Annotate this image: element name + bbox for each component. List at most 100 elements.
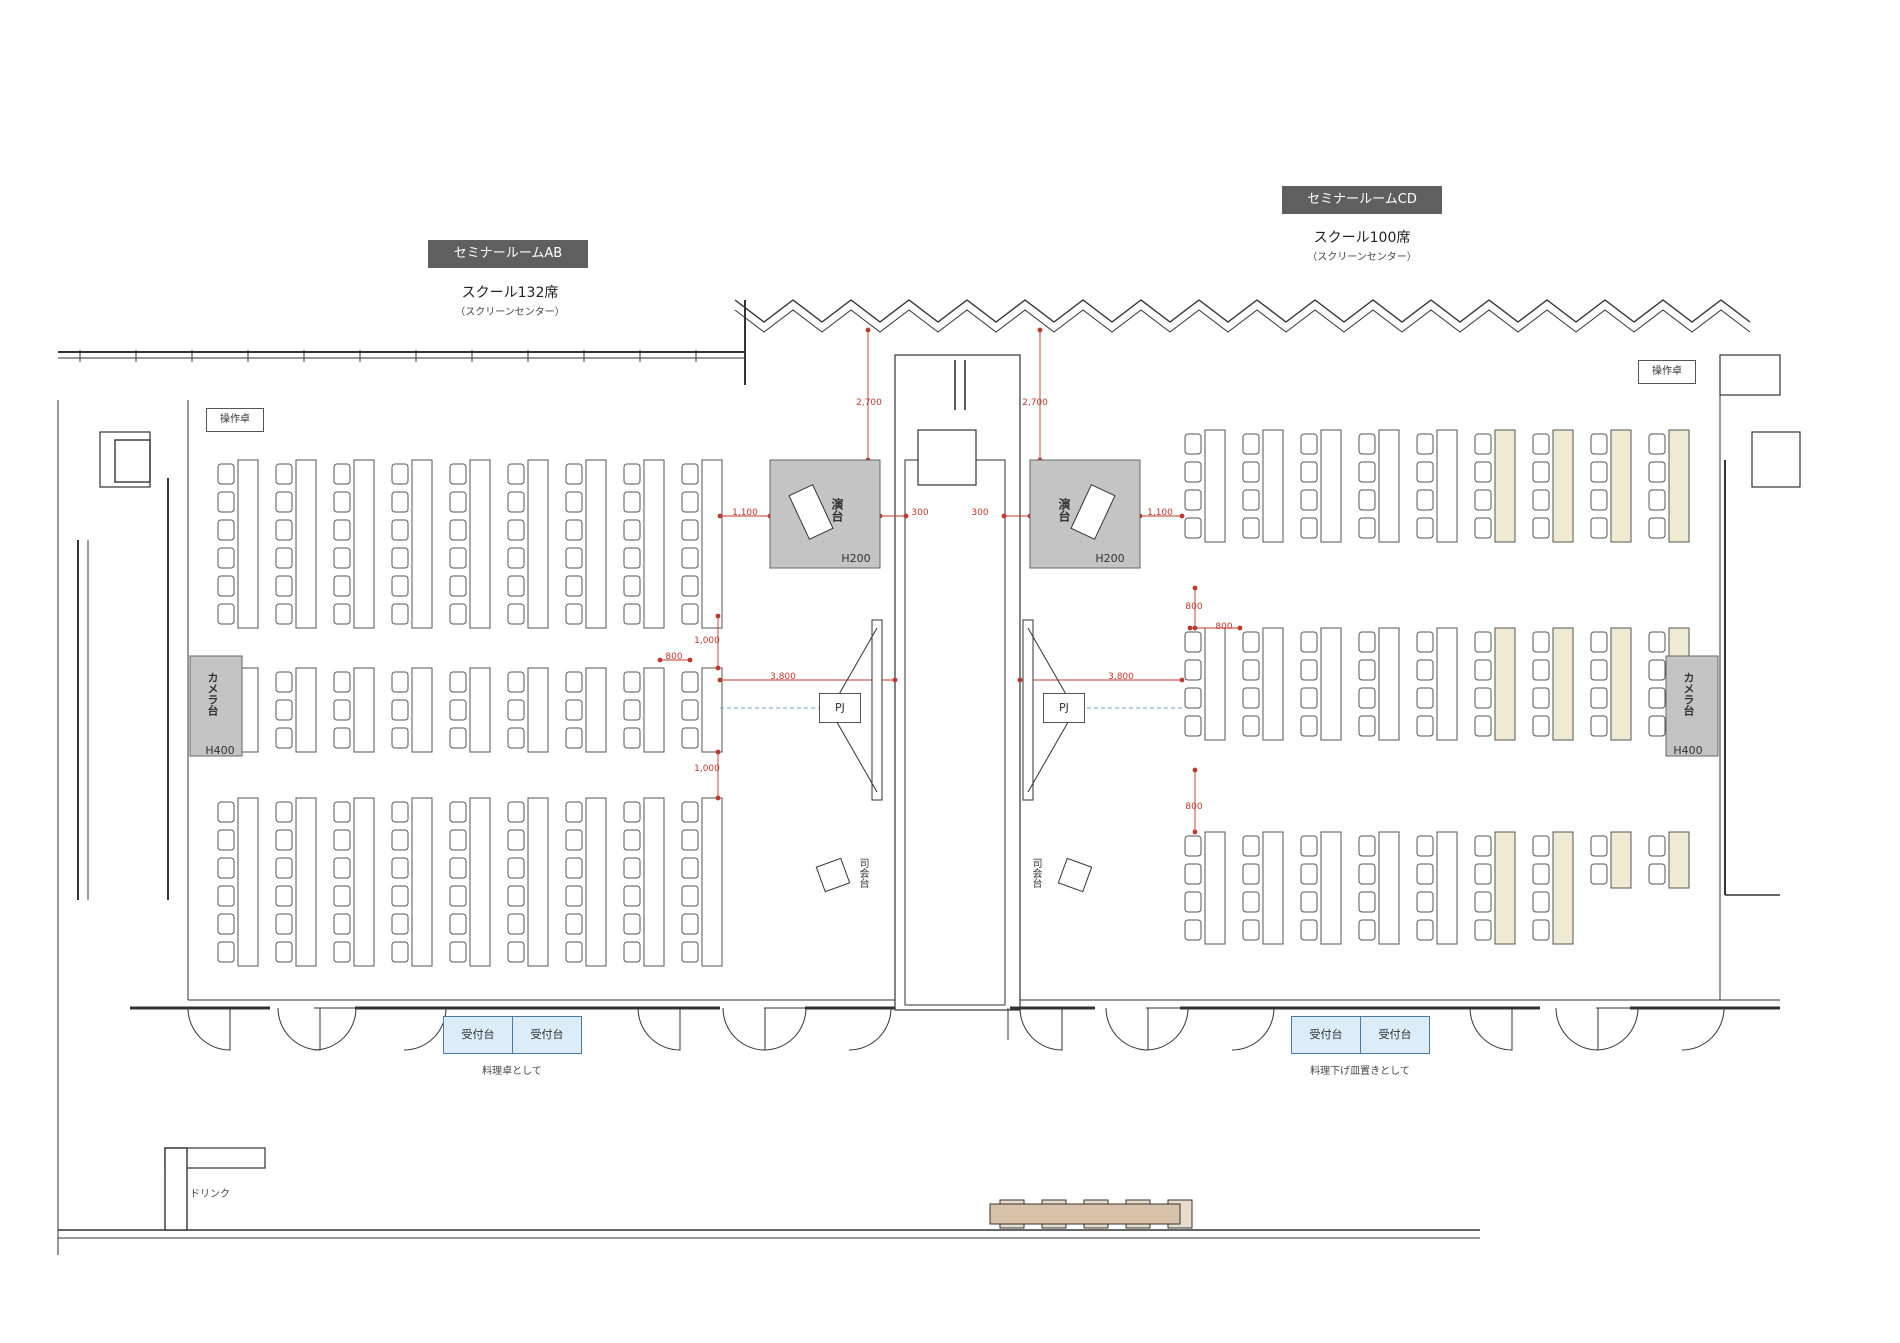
chair xyxy=(681,519,699,541)
seat-table xyxy=(585,459,607,629)
chair xyxy=(391,801,409,823)
chair xyxy=(1300,715,1318,737)
chair xyxy=(391,603,409,625)
screen-cd xyxy=(1022,619,1034,801)
chair xyxy=(1474,687,1492,709)
chair xyxy=(681,857,699,879)
chair xyxy=(275,913,293,935)
central-column xyxy=(917,429,977,486)
door-arc xyxy=(1555,1007,1599,1051)
seat-table xyxy=(295,459,317,629)
chair xyxy=(391,547,409,569)
chair xyxy=(217,547,235,569)
chair xyxy=(391,491,409,513)
chair xyxy=(681,463,699,485)
chair xyxy=(333,829,351,851)
seat-table xyxy=(1320,831,1342,945)
chair xyxy=(449,699,467,721)
chair xyxy=(681,603,699,625)
chair xyxy=(1242,863,1260,885)
seat-table xyxy=(1204,831,1226,945)
lectern-ab xyxy=(788,484,834,540)
door-arc xyxy=(1145,1007,1189,1051)
chair xyxy=(1358,659,1376,681)
chair xyxy=(623,603,641,625)
chair xyxy=(1648,687,1666,709)
chair xyxy=(1416,919,1434,941)
chair xyxy=(565,801,583,823)
chair xyxy=(217,857,235,879)
chair xyxy=(1648,659,1666,681)
chair xyxy=(1532,863,1550,885)
dim-dot xyxy=(687,657,693,663)
chair xyxy=(507,547,525,569)
chair xyxy=(333,727,351,749)
chair xyxy=(275,727,293,749)
chair xyxy=(1242,489,1260,511)
seat-table xyxy=(643,667,665,753)
seat-table xyxy=(1436,831,1458,945)
seat-table xyxy=(1262,429,1284,543)
seating xyxy=(217,429,1690,967)
chair xyxy=(1242,891,1260,913)
chair xyxy=(449,885,467,907)
ab-left-column-inner xyxy=(114,439,151,483)
chair xyxy=(1648,715,1666,737)
chair xyxy=(565,699,583,721)
chair xyxy=(1184,659,1202,681)
chair xyxy=(1590,631,1608,653)
dim-ab-300: 300 xyxy=(911,508,929,518)
seat-table xyxy=(1378,831,1400,945)
chair xyxy=(1474,659,1492,681)
chair xyxy=(623,491,641,513)
chair xyxy=(1590,863,1608,885)
chair xyxy=(1242,715,1260,737)
chair xyxy=(1590,433,1608,455)
chair xyxy=(333,671,351,693)
chair xyxy=(391,519,409,541)
cd-right-column xyxy=(1751,431,1801,488)
chair xyxy=(1474,517,1492,539)
seat-table xyxy=(237,459,259,629)
chair xyxy=(449,463,467,485)
seat-table xyxy=(1204,627,1226,741)
chair xyxy=(1590,461,1608,483)
reception-ab-1: 受付台 xyxy=(443,1016,513,1054)
seat-table xyxy=(353,797,375,967)
chair xyxy=(1358,461,1376,483)
chair xyxy=(623,519,641,541)
seat-table xyxy=(643,459,665,629)
chair xyxy=(507,603,525,625)
chair xyxy=(565,463,583,485)
chair xyxy=(1532,517,1550,539)
chair xyxy=(565,885,583,907)
cd-zigzag-wall-inner xyxy=(734,309,1751,333)
camera-ab-height: H400 xyxy=(205,744,235,757)
chair xyxy=(1184,687,1202,709)
drink-counter-side xyxy=(164,1147,188,1231)
dim-dot xyxy=(1187,625,1193,631)
dim-dot xyxy=(715,613,721,619)
door-arc xyxy=(722,1007,766,1051)
dim-dot xyxy=(865,327,871,333)
chair xyxy=(681,941,699,963)
chair xyxy=(681,575,699,597)
chair xyxy=(391,941,409,963)
chair xyxy=(1590,489,1608,511)
chair xyxy=(507,801,525,823)
chair xyxy=(1184,891,1202,913)
chair xyxy=(507,699,525,721)
chair xyxy=(275,885,293,907)
chair xyxy=(333,463,351,485)
dim-cd-300: 300 xyxy=(971,508,989,518)
chair xyxy=(449,671,467,693)
chair xyxy=(681,801,699,823)
seat-table xyxy=(469,797,491,967)
seat-table xyxy=(411,797,433,967)
chair xyxy=(1474,715,1492,737)
chair xyxy=(507,913,525,935)
seat-table xyxy=(527,459,549,629)
podium-ab-height: H200 xyxy=(841,552,871,565)
chair xyxy=(1358,687,1376,709)
chair xyxy=(1416,489,1434,511)
